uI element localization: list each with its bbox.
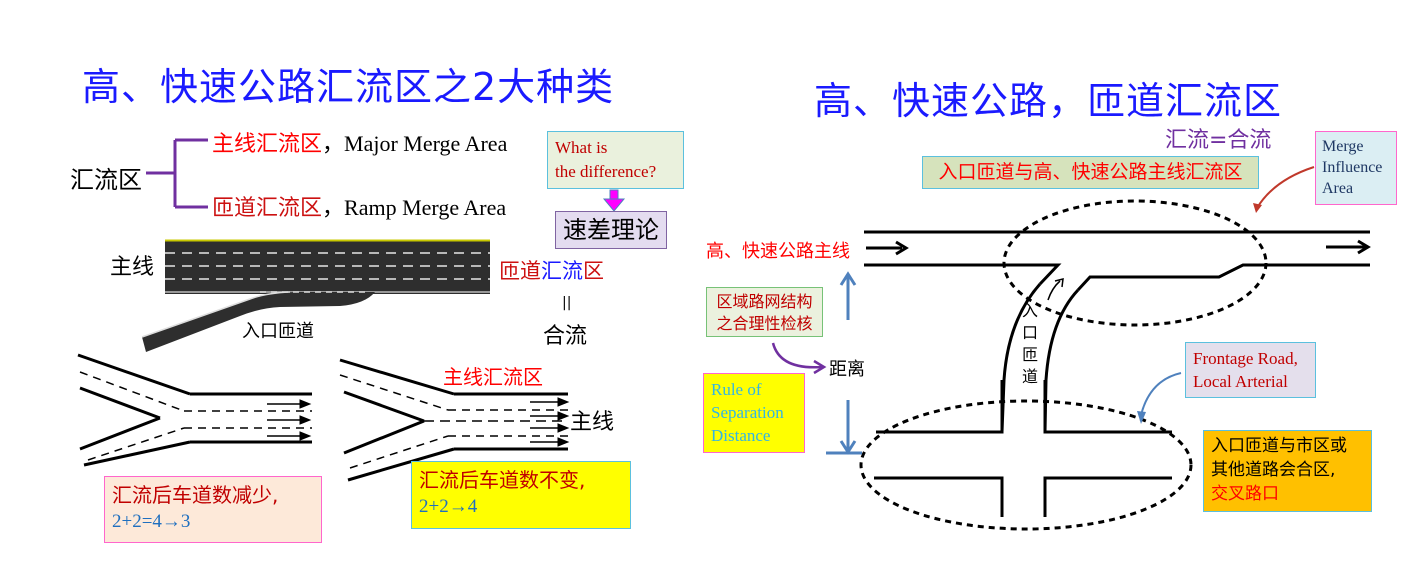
tree-item-ramp-cn: 匝道汇流区 [212, 196, 323, 221]
tree-item-major: 主线汇流区，Major Merge Area [212, 126, 507, 158]
ramp-right-edge [1043, 288, 1080, 433]
separation-rule-line-1: Rule of [711, 380, 762, 399]
question-line-1: What is [555, 138, 608, 157]
flow-arrows-a [267, 399, 312, 441]
local-road-se [1043, 476, 1172, 517]
area-label-part-3: 区 [583, 259, 604, 283]
intersection-note-box: 入口匝道与市区或 其他道路会合区, 交叉路口 [1203, 430, 1372, 512]
tree-item-ramp-en: ，Ramp Merge Area [322, 195, 507, 220]
ramp-vertical-label: 入 口 匝 道 [1020, 300, 1040, 388]
tree-item-major-en: ，Major Merge Area [322, 131, 508, 156]
ramp-char-4: 道 [1021, 367, 1038, 386]
lane-balance-note-line-1: 汇流后车道数不变, [419, 468, 586, 492]
local-road-sw [874, 476, 1004, 517]
theory-box: 速差理论 [555, 211, 667, 249]
frontage-line-1: Frontage Road, [1193, 349, 1298, 368]
lane-balance-note-line-2: 2+2→4 [419, 496, 478, 517]
network-check-pointer [771, 342, 823, 369]
mainline-bottom-edge-left [864, 263, 1062, 286]
tree-item-ramp: 匝道汇流区，Ramp Merge Area [212, 190, 506, 222]
separation-rule-line-3: Distance [711, 426, 771, 445]
ramp-flow-arrow [1047, 280, 1061, 301]
question-line-2: the difference? [555, 162, 657, 181]
merge-influence-line-3: Area [1322, 180, 1354, 197]
separation-rule-line-2: Separation [711, 403, 784, 422]
tree-root: 汇流区 [70, 166, 142, 194]
right-title: 高、快速公路，匝道汇流区 [814, 79, 1283, 123]
network-check-box: 区域路网结构 之合理性检核 [706, 287, 823, 337]
local-road-ne [1043, 380, 1172, 434]
ramp-char-1: 入 [1021, 301, 1038, 320]
area-label-part-1: 匝道 [499, 259, 541, 283]
intersection-note-line-2: 其他道路会合区, [1211, 460, 1336, 480]
intersection-note-line-3: 交叉路口 [1211, 484, 1279, 504]
equals-sign: || [562, 295, 572, 311]
intersection-ellipse [859, 399, 1193, 531]
area-label-part-2: 汇流 [541, 259, 583, 283]
merge-influence-box: Merge Influence Area [1315, 131, 1397, 205]
photo-ramp-label: 入口匝道 [242, 321, 314, 342]
major-merge-title: 主线汇流区 [443, 365, 543, 389]
network-check-line-1: 区域路网结构 [716, 292, 813, 311]
question-box: What is the difference? [547, 131, 684, 189]
merge-influence-line-1: Merge [1322, 138, 1364, 155]
merge-influence-ellipse [1002, 199, 1268, 327]
tree-item-major-cn: 主线汇流区 [212, 132, 323, 157]
distance-label: 距离 [829, 359, 865, 380]
diagram-b-mainline-label: 主线 [570, 410, 615, 435]
photo-area-label: 匝道汇流区 [499, 255, 604, 285]
merge-equals-subtitle: 汇流=合流 [1165, 128, 1272, 153]
equals-label: 合流 [543, 324, 588, 349]
lane-drop-note: 汇流后车道数减少, 2+2=4→3 [104, 476, 322, 543]
local-road-nw [876, 380, 1004, 434]
lane-drop-note-line-1: 汇流后车道数减少, [112, 483, 279, 507]
left-title: 高、快速公路汇流区之2大种类 [82, 65, 615, 109]
lane-drop-note-line-2: 2+2=4→3 [112, 511, 191, 532]
frontage-pointer [1140, 372, 1182, 416]
ramp-char-3: 匝 [1021, 345, 1038, 364]
merge-influence-pointer [1256, 166, 1315, 209]
network-check-line-2: 之合理性检核 [716, 314, 813, 333]
frontage-box: Frontage Road, Local Arterial [1185, 342, 1316, 398]
lane-balance-note: 汇流后车道数不变, 2+2→4 [411, 461, 631, 529]
photo-mainline-label: 主线 [110, 255, 155, 280]
mainline-flow-arrows [866, 239, 1371, 256]
frontage-line-2: Local Arterial [1193, 372, 1288, 391]
flow-arrows-b [530, 397, 570, 447]
merge-area-label: 入口匝道与高、快速公路主线汇流区 [922, 156, 1259, 189]
mainline-bottom-edge-right [1076, 263, 1370, 292]
mainline-label: 高、快速公路主线 [706, 241, 850, 262]
ramp-char-2: 口 [1021, 323, 1038, 342]
merge-influence-line-2: Influence [1322, 159, 1383, 176]
separation-rule-box: Rule of Separation Distance [703, 373, 805, 453]
intersection-note-line-1: 入口匝道与市区或 [1211, 436, 1347, 456]
